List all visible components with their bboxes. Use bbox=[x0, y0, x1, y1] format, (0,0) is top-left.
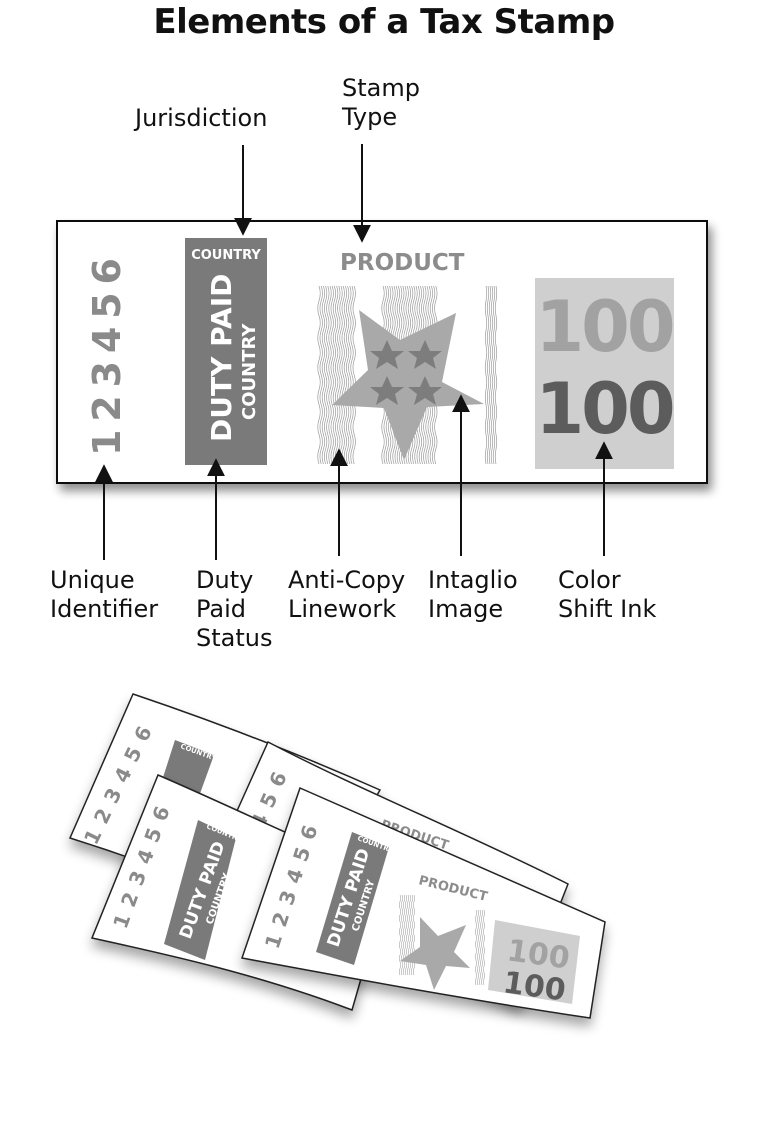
label-stamp-type: Stamp Type bbox=[342, 74, 420, 131]
small-star-icon bbox=[408, 376, 442, 405]
denomination-dark: 100 bbox=[535, 368, 672, 450]
duty-paid-text: DUTY PAID bbox=[205, 274, 238, 442]
small-star-icon bbox=[408, 340, 442, 369]
color-shift-panel bbox=[535, 278, 674, 469]
label-intaglio-image: Intaglio Image bbox=[428, 566, 518, 623]
label-jurisdiction: Jurisdiction bbox=[135, 104, 268, 132]
stamp-stack-illustration: 1 2 3 4 5 6 COUNTRY 1 2 3 4 5 6 PRODUCT … bbox=[68, 693, 606, 1019]
stack-denomination-dark: 100 bbox=[501, 965, 568, 1008]
duty-paid-country: COUNTRY bbox=[239, 323, 260, 420]
label-color-shift-ink: Color Shift Ink bbox=[558, 566, 657, 623]
callout-arrows bbox=[95, 144, 613, 560]
serial-number: 1 2 3 4 5 6 bbox=[85, 256, 129, 456]
page-title: Elements of a Tax Stamp bbox=[153, 2, 615, 42]
stack-denomination-light: 100 bbox=[505, 933, 572, 976]
small-star-icon bbox=[370, 340, 404, 369]
stack-star-icon bbox=[400, 917, 470, 990]
label-duty-paid-status: Duty Paid Status bbox=[196, 566, 273, 652]
intaglio-star bbox=[332, 310, 484, 460]
duty-paid-panel bbox=[185, 238, 267, 465]
stack-stamp-front-right: 1 2 3 4 5 6 DUTY PAID COUNTRY COUNTRY PR… bbox=[241, 786, 606, 1019]
label-anti-copy-linework: Anti-Copy Linework bbox=[288, 566, 406, 623]
main-stamp: 1 2 3 4 5 6 COUNTRY DUTY PAID COUNTRY PR… bbox=[56, 220, 708, 484]
small-star-icon bbox=[370, 376, 404, 405]
jurisdiction-country: COUNTRY bbox=[191, 248, 261, 263]
product-type: PRODUCT bbox=[340, 250, 465, 276]
denomination-light: 100 bbox=[535, 286, 672, 368]
label-unique-identifier: Unique Identifier bbox=[50, 566, 159, 623]
